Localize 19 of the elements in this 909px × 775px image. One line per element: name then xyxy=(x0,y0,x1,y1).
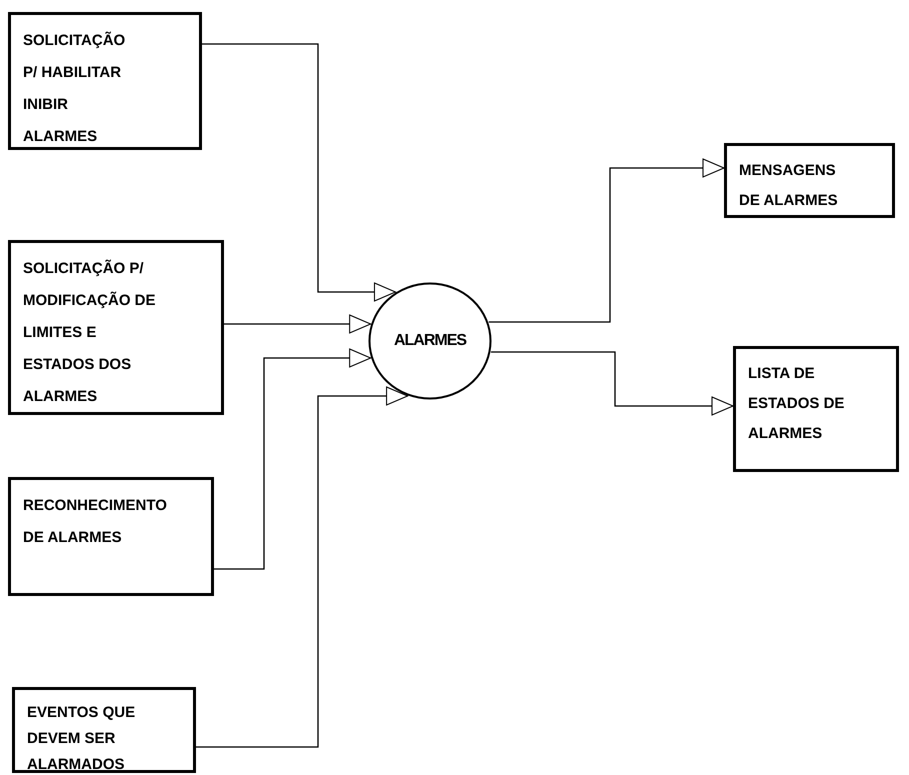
arrow xyxy=(202,43,396,302)
arrow xyxy=(214,348,372,570)
arrow xyxy=(488,158,724,323)
output-box xyxy=(733,346,899,472)
process-label: ALARMES xyxy=(392,332,468,350)
arrow xyxy=(196,386,408,748)
box-label: EVENTOS QUE DEVEM SER ALARMADOS xyxy=(27,703,136,775)
box-label: LISTA DE ESTADOS DE ALARMES xyxy=(748,364,846,444)
arrow xyxy=(224,314,372,334)
box-label: MENSAGENS DE ALARMES xyxy=(739,161,839,211)
box-label: SOLICITAÇÃO P/ HABILITAR INIBIR ALARMES xyxy=(23,30,126,147)
output-box xyxy=(724,143,895,218)
input-box xyxy=(8,12,202,150)
arrow xyxy=(490,351,734,416)
process-ellipse xyxy=(368,282,492,400)
box-label: SOLICITAÇÃO P/ MODIFICAÇÃO DE LIMITES E ESTADOS DOS ALARMES xyxy=(23,258,156,407)
input-box xyxy=(8,240,224,415)
input-box xyxy=(12,687,196,773)
input-box xyxy=(8,477,214,596)
